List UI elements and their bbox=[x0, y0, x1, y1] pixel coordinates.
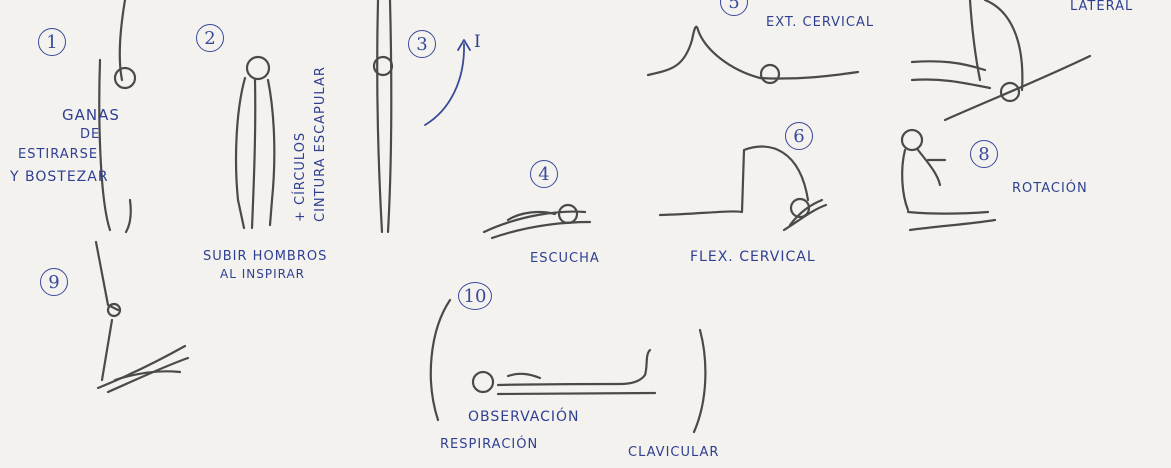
step-number-9: 9 bbox=[40, 268, 68, 296]
figure-5-cervical-extension bbox=[648, 27, 858, 83]
figure-7-lateral-stretch bbox=[912, 0, 1090, 120]
step-number-10: 10 bbox=[458, 282, 492, 310]
step-2-side-line-2: CINTURA ESCAPULAR bbox=[313, 66, 328, 222]
step-2-side-line-1: + CÍRCULOS bbox=[293, 132, 308, 222]
step-5-label: EXT. CERVICAL bbox=[766, 16, 874, 29]
step-number-8: 8 bbox=[970, 140, 998, 168]
step-number-1: 1 bbox=[38, 28, 66, 56]
step-1-label-line-3: ESTIRARSE bbox=[18, 148, 98, 161]
step-10-label-line-1: OBSERVACIÓN bbox=[468, 410, 579, 424]
figure-9-seated-hat bbox=[96, 242, 188, 392]
step-10-label-line-2: RESPIRACIÓN bbox=[440, 438, 538, 451]
step-7-label: LATERAL bbox=[1070, 0, 1133, 13]
step-6-label: FLEX. CERVICAL bbox=[690, 250, 816, 264]
step-8-label: ROTACIÓN bbox=[1012, 182, 1088, 195]
step-3-marker: I bbox=[474, 34, 482, 51]
step-10-label-extra: CLAVICULAR bbox=[628, 446, 719, 459]
step-2-label-line-1: SUBIR HOMBROS bbox=[203, 250, 327, 263]
step-number-2: 2 bbox=[196, 24, 224, 52]
step-1-label-line-1: GANAS bbox=[62, 108, 120, 123]
figure-4-lying bbox=[484, 205, 590, 238]
step-number-6: 6 bbox=[785, 122, 813, 150]
step-4-label: ESCUCHA bbox=[530, 252, 600, 265]
figure-6-cervical-flexion bbox=[660, 147, 826, 230]
step-1-label-line-2: DE bbox=[80, 128, 100, 141]
figure-2-shoulder-raise bbox=[236, 57, 274, 228]
step-number-4: 4 bbox=[530, 160, 558, 188]
step-number-3: 3 bbox=[408, 30, 436, 58]
step-1-label-line-4: Y BOSTEZAR bbox=[10, 170, 109, 184]
step-2-label-line-2: AL INSPIRAR bbox=[220, 268, 305, 280]
